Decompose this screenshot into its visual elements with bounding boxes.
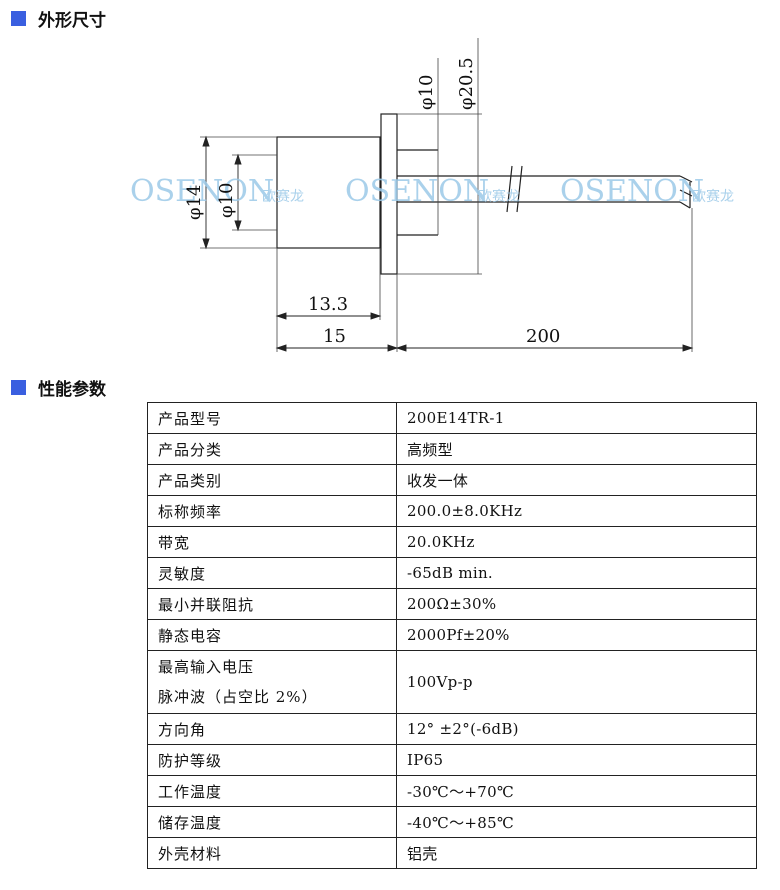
- table-row: 灵敏度 -65dB min.: [147, 557, 757, 589]
- param-value: 200Ω±30%: [396, 588, 757, 620]
- table-row: 标称频率 200.0±8.0KHz: [147, 495, 757, 527]
- performance-section-header: 性能参数: [11, 375, 106, 400]
- param-value: 200E14TR-1: [396, 402, 757, 434]
- param-name: 产品分类: [147, 433, 397, 465]
- table-row: 工作温度 -30℃～+70℃: [147, 775, 757, 807]
- sensor-body: [276, 136, 381, 249]
- dim-label-phi10-top: φ10: [416, 74, 437, 110]
- table-row: 最小并联阻抗 200Ω±30%: [147, 588, 757, 620]
- watermark-cn: 欧赛龙: [478, 189, 520, 205]
- param-name: 静态电容: [147, 619, 397, 651]
- param-name-line: 脉冲波（占空比 2%）: [158, 688, 318, 706]
- table-row: 静态电容 2000Pf±20%: [147, 619, 757, 651]
- param-name: 产品类别: [147, 464, 397, 496]
- param-value: 收发一体: [396, 464, 757, 496]
- table-row: 防护等级 IP65: [147, 744, 757, 776]
- dim-label-phi20-5: φ20.5: [456, 57, 477, 110]
- watermark-cn: 欧赛龙: [262, 189, 304, 205]
- param-value: 高频型: [396, 433, 757, 465]
- param-value: IP65: [396, 744, 757, 776]
- param-value: 2000Pf±20%: [396, 619, 757, 651]
- sensor-flange: [380, 113, 398, 275]
- param-name: 标称频率: [147, 495, 397, 527]
- param-value: -65dB min.: [396, 557, 757, 589]
- param-name: 产品型号: [147, 402, 397, 434]
- param-name: 方向角: [147, 713, 397, 745]
- table-row: 产品分类 高频型: [147, 433, 757, 465]
- param-value: 12° ±2°(-6dB): [396, 713, 757, 745]
- table-row: 带宽 20.0KHz: [147, 526, 757, 558]
- table-row: 产品型号 200E14TR-1: [147, 402, 757, 434]
- section-marker-icon: [11, 380, 26, 395]
- table-row: 储存温度 -40℃～+85℃: [147, 806, 757, 838]
- param-value: -40℃～+85℃: [396, 806, 757, 838]
- table-row: 方向角 12° ±2°(-6dB): [147, 713, 757, 745]
- param-name: 最小并联阻抗: [147, 588, 397, 620]
- param-value: 200.0±8.0KHz: [396, 495, 757, 527]
- dim-label-phi14: φ14: [184, 184, 205, 220]
- watermark-text: OSENON: [345, 174, 489, 209]
- section-marker-icon: [11, 11, 26, 26]
- param-name: 灵敏度: [147, 557, 397, 589]
- param-name: 防护等级: [147, 744, 397, 776]
- dim-label-phi10-left: φ10: [216, 182, 237, 218]
- dim-label-13-3: 13.3: [308, 294, 348, 315]
- dimensions-section-header: 外形尺寸: [11, 6, 106, 31]
- watermark-text: OSENON: [560, 174, 704, 209]
- watermark-text: OSENON: [130, 174, 274, 209]
- param-name: 外壳材料: [147, 837, 397, 869]
- param-name: 工作温度: [147, 775, 397, 807]
- table-row: 外壳材料 铝壳: [147, 837, 757, 869]
- param-name: 最高输入电压 脉冲波（占空比 2%）: [147, 650, 397, 714]
- table-row: 最高输入电压 脉冲波（占空比 2%） 100Vp-p: [147, 650, 757, 714]
- performance-title: 性能参数: [38, 380, 106, 400]
- param-value: 20.0KHz: [396, 526, 757, 558]
- watermark-cn: 欧赛龙: [692, 189, 734, 205]
- dimensions-title: 外形尺寸: [38, 11, 106, 31]
- param-value: 铝壳: [396, 837, 757, 869]
- param-name-line: 最高输入电压: [158, 658, 255, 676]
- dim-label-15: 15: [323, 326, 346, 347]
- table-row: 产品类别 收发一体: [147, 464, 757, 496]
- param-value: 100Vp-p: [396, 650, 757, 714]
- param-name: 储存温度: [147, 806, 397, 838]
- dimension-drawing: OSENON 欧赛龙 OSENON 欧赛龙 OSENON 欧赛龙 φ10 φ20…: [130, 38, 734, 352]
- param-value: -30℃～+70℃: [396, 775, 757, 807]
- dim-label-200: 200: [526, 326, 560, 347]
- param-name: 带宽: [147, 526, 397, 558]
- spec-table: 产品型号 200E14TR-1 产品分类 高频型 产品类别 收发一体 标称频率 …: [147, 402, 757, 869]
